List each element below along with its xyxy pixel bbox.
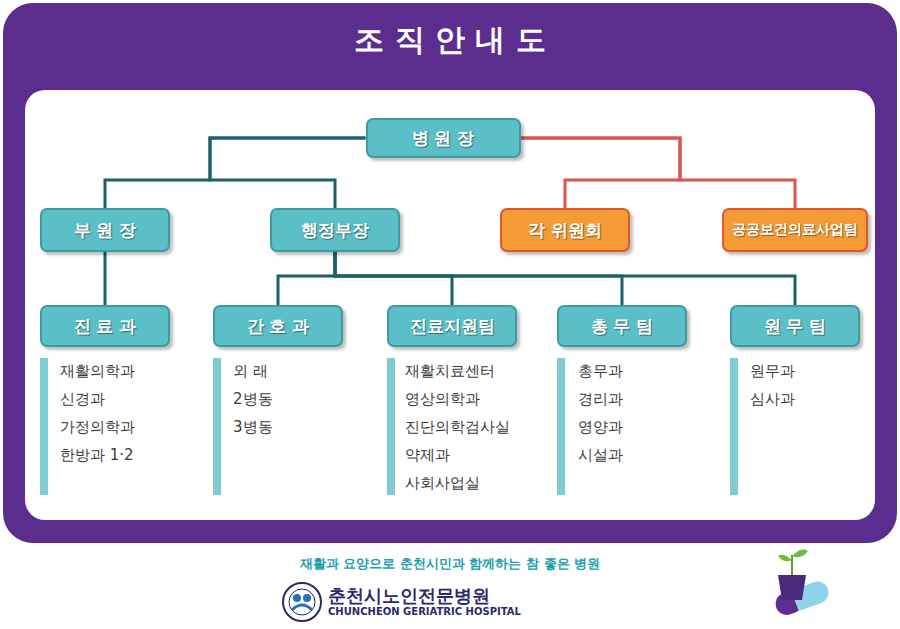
list-item: 약제과 [405,446,450,465]
hospital-emblem [283,583,321,621]
list-item: 경리과 [578,390,623,409]
box-label: 병 원 장 [412,127,475,150]
org-connector [521,138,681,208]
org-connector [521,138,796,208]
list-item: 한방과 1·2 [60,446,134,465]
box-label: 총 무 팀 [591,315,654,338]
committee-box: 공공보건의료사업팀 [722,208,868,252]
org-box: 총 무 팀 [557,305,687,347]
box-label: 간 호 과 [247,315,310,338]
list-item: 영상의학과 [405,390,480,409]
org-connector [335,252,795,305]
org-connector [104,252,107,305]
list-item: 재활치료센터 [405,362,495,381]
list-item: 진단의학검사실 [405,418,510,437]
list-item: 외 래 [233,362,268,381]
hospital-name-english: CHUNCHEON GERIATRIC HOSPITAL [328,606,521,617]
org-box: 진료지원팀 [387,305,517,347]
box-label: 행정부장 [301,219,369,242]
box-label: 각 위원회 [528,219,602,242]
committee-box: 각 위원회 [500,208,630,252]
list-item: 가정의학과 [60,418,135,437]
org-box: 진 료 과 [40,305,170,347]
box-label: 진 료 과 [74,315,137,338]
org-box: 원 무 팀 [730,305,860,347]
list-item: 사회사업실 [405,474,480,493]
list-item: 2병동 [233,390,273,409]
box-label: 부 원 장 [74,219,137,242]
list-item: 재활의학과 [60,362,135,381]
box-label: 공공보건의료사업팀 [732,221,858,239]
list-item: 총무과 [578,362,623,381]
org-connector [105,138,366,208]
org-box: 병 원 장 [366,118,521,158]
org-connector [278,252,335,305]
org-box: 행정부장 [270,208,400,252]
org-connector [210,138,366,208]
org-connector [335,252,452,305]
list-item: 원무과 [750,362,795,381]
white-panel [25,90,875,520]
capsule-plant-illustration [772,549,831,618]
list-item: 3병동 [233,418,273,437]
purple-frame [3,3,897,543]
tagline: 재활과 요양으로 춘천시민과 함께하는 참 좋은 병원 [300,555,600,573]
list-bars [40,358,738,495]
list-item: 심사과 [750,390,795,409]
org-box: 부 원 장 [40,208,170,252]
box-label: 원 무 팀 [764,315,827,338]
list-item: 시설과 [578,446,623,465]
chart-title: 조 직 안 내 도 [0,20,900,61]
org-connector [335,252,622,305]
hospital-name: 춘천시노인전문병원 [328,584,490,608]
list-item: 영양과 [578,418,623,437]
list-item: 신경과 [60,390,105,409]
box-label: 진료지원팀 [410,315,495,338]
org-box: 간 호 과 [213,305,343,347]
